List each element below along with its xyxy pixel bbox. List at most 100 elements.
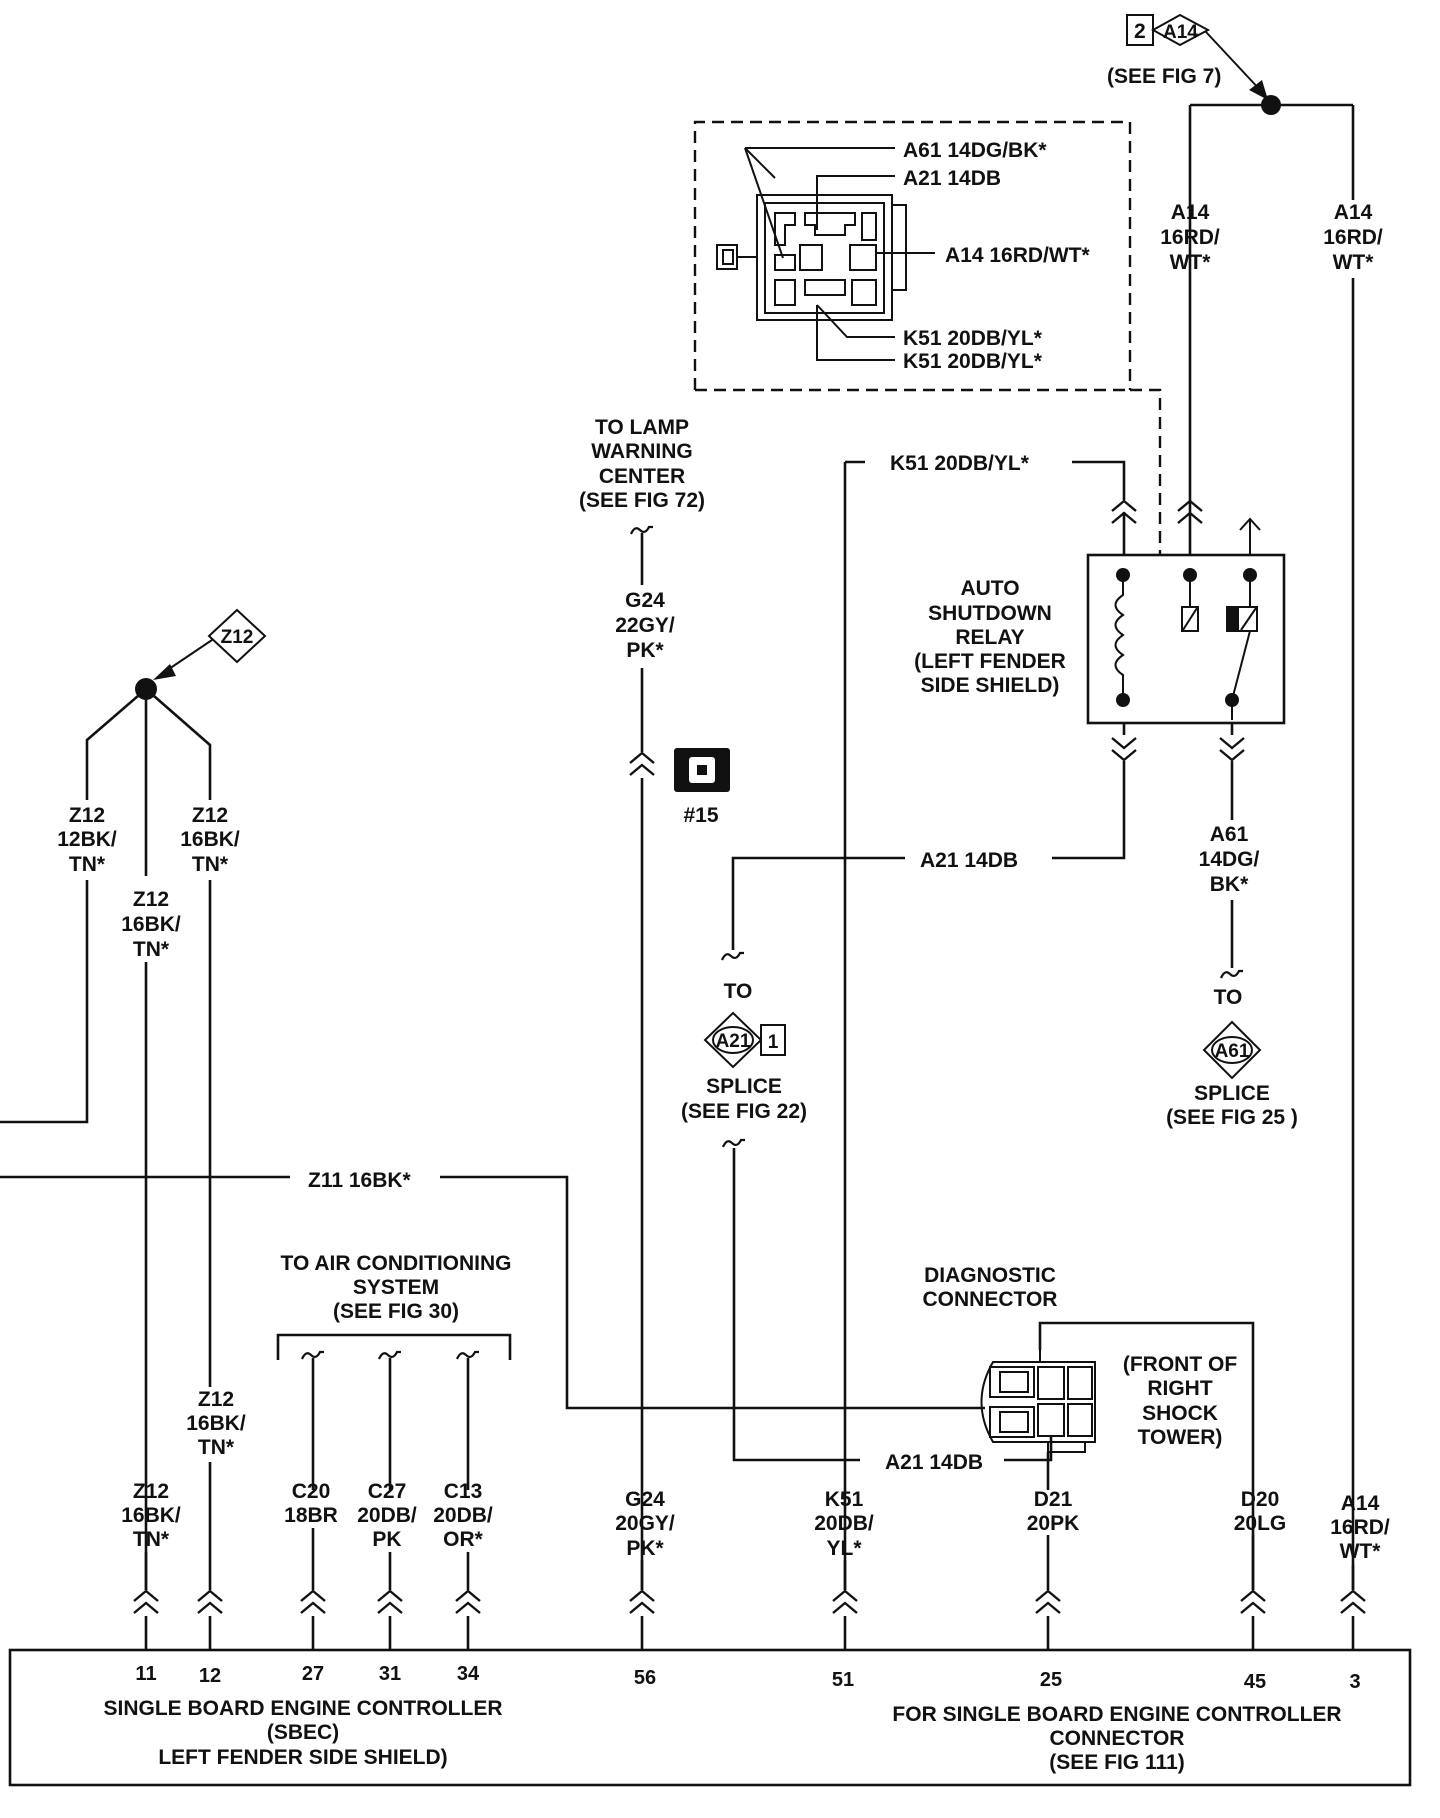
break-c27 bbox=[377, 1350, 403, 1361]
z12-d-l1: Z12 bbox=[198, 1388, 234, 1411]
pin-34: 34 bbox=[457, 1663, 480, 1685]
z11-label: Z11 16BK* bbox=[308, 1169, 412, 1192]
pin3-wire-l2: 16RD/ bbox=[1330, 1516, 1390, 1539]
pin11-wire-l2: 16BK/ bbox=[121, 1504, 181, 1527]
diag-loc-l1: (FRONT OF bbox=[1123, 1353, 1237, 1376]
for-sbec-l1: FOR SINGLE BOARD ENGINE CONTROLLER bbox=[892, 1703, 1341, 1726]
splice-a21-label: SPLICE bbox=[706, 1075, 782, 1098]
lamp-l1: TO LAMP bbox=[595, 416, 689, 439]
splice-a21-ref bbox=[703, 1011, 786, 1069]
connector-inset bbox=[693, 120, 1162, 555]
z12-a-l3: TN* bbox=[69, 853, 106, 876]
relay-l2: SHUTDOWN bbox=[928, 602, 1052, 625]
pin25-wire-l2: 20PK bbox=[1027, 1512, 1080, 1535]
g24-top-l3: PK* bbox=[626, 639, 664, 662]
sbec-l2: (SBEC) bbox=[267, 1721, 339, 1744]
pin-25: 25 bbox=[1040, 1669, 1062, 1691]
break-a21-upper bbox=[720, 951, 746, 962]
pin-45: 45 bbox=[1244, 1671, 1266, 1693]
ground-15-icon bbox=[674, 748, 730, 792]
connector-pin-51 bbox=[831, 1589, 859, 1615]
connector-pin-56 bbox=[628, 1589, 656, 1615]
lamp-l3: CENTER bbox=[599, 465, 685, 488]
inset-k51-a: K51 20DB/YL* bbox=[903, 327, 1043, 350]
splice-a61-code: A61 bbox=[1215, 1041, 1250, 1062]
pin3-wire-l1: A14 bbox=[1341, 1492, 1380, 1515]
lamp-l4: (SEE FIG 72) bbox=[579, 489, 705, 512]
z12-c-l3: TN* bbox=[192, 853, 229, 876]
diag-loc-l4: TOWER) bbox=[1138, 1426, 1223, 1449]
pin45-wire-l1: D20 bbox=[1241, 1488, 1280, 1511]
pin3-wire-l3: WT* bbox=[1340, 1540, 1382, 1563]
a61-l3: BK* bbox=[1210, 873, 1249, 896]
k51-top-label: K51 20DB/YL* bbox=[890, 452, 1030, 475]
pin11-wire-l1: Z12 bbox=[133, 1480, 169, 1503]
a14-left-l3: WT* bbox=[1170, 251, 1212, 274]
ground-15-label: #15 bbox=[683, 804, 718, 827]
a61-l1: A61 bbox=[1210, 823, 1249, 846]
diag-l1: DIAGNOSTIC bbox=[924, 1264, 1056, 1287]
z12-b-l3: TN* bbox=[133, 938, 170, 961]
connector-pin-27 bbox=[299, 1589, 327, 1615]
sbec-l3: LEFT FENDER SIDE SHIELD) bbox=[158, 1746, 447, 1769]
z12-c-l1: Z12 bbox=[192, 804, 228, 827]
break-a61 bbox=[1219, 969, 1245, 980]
pin-3: 3 bbox=[1349, 1671, 1360, 1693]
a21-mid-label: A21 14DB bbox=[920, 849, 1018, 872]
z12-a-l2: 12BK/ bbox=[57, 828, 117, 851]
sbec-box bbox=[8, 1648, 1412, 1787]
connector-pin-31 bbox=[376, 1589, 404, 1615]
connector-pin-11 bbox=[132, 1589, 160, 1615]
diag-loc-l3: SHOCK bbox=[1142, 1402, 1218, 1425]
connector-relay-a21 bbox=[1110, 736, 1138, 762]
ac-l2: SYSTEM bbox=[353, 1276, 439, 1299]
relay-l3: RELAY bbox=[955, 626, 1024, 649]
break-c13 bbox=[455, 1350, 481, 1361]
ref-a14-top: 2 A14 (SEE FIG 7) bbox=[1107, 13, 1268, 100]
a21-low-label: A21 14DB bbox=[885, 1451, 983, 1474]
pin27-wire-l2: 18BR bbox=[284, 1504, 338, 1527]
inset-a61: A61 14DG/BK* bbox=[903, 139, 1047, 162]
diag-loc-l2: RIGHT bbox=[1147, 1377, 1213, 1400]
pin-51: 51 bbox=[832, 1669, 854, 1691]
pin51-wire-l1: K51 bbox=[825, 1488, 864, 1511]
inset-k51-b: K51 20DB/YL* bbox=[903, 350, 1043, 373]
pin-56: 56 bbox=[634, 1667, 656, 1689]
relay-l4: (LEFT FENDER bbox=[914, 650, 1066, 673]
ac-l1: TO AIR CONDITIONING bbox=[281, 1252, 512, 1275]
pin11-wire-l3: TN* bbox=[133, 1528, 170, 1551]
z12-a-l1: Z12 bbox=[69, 804, 105, 827]
connector-pin-12 bbox=[196, 1589, 224, 1615]
lamp-l2: WARNING bbox=[591, 440, 693, 463]
z12-d-l2: 16BK/ bbox=[186, 1412, 246, 1435]
pin34-wire-l2: 20DB/ bbox=[433, 1504, 493, 1527]
pin31-wire-l3: PK bbox=[372, 1528, 401, 1551]
g24-top-l1: G24 bbox=[625, 589, 665, 612]
g24-top-l2: 22GY/ bbox=[615, 614, 675, 637]
splice-a21-code: A21 bbox=[716, 1031, 751, 1052]
pin56-wire-l2: 20GY/ bbox=[615, 1512, 675, 1535]
pin31-wire-l1: C27 bbox=[368, 1480, 407, 1503]
break-g24 bbox=[629, 525, 655, 536]
a14-right-l2: 16RD/ bbox=[1323, 226, 1383, 249]
pin27-wire-l1: C20 bbox=[292, 1480, 331, 1503]
connector-relay-a61 bbox=[1218, 736, 1246, 762]
for-sbec-l2: CONNECTOR bbox=[1050, 1727, 1185, 1750]
pin51-wire-l2: 20DB/ bbox=[814, 1512, 874, 1535]
connector-pin-45 bbox=[1239, 1589, 1267, 1615]
z12-c-l2: 16BK/ bbox=[180, 828, 240, 851]
z12-b-l1: Z12 bbox=[133, 888, 169, 911]
ref-a14-code: A14 bbox=[1163, 22, 1198, 43]
connector-pin-25 bbox=[1034, 1589, 1062, 1615]
splice-a61-ref bbox=[1202, 1020, 1262, 1080]
ac-bracket bbox=[276, 1333, 512, 1360]
ac-l3: (SEE FIG 30) bbox=[333, 1300, 459, 1323]
pin56-wire-l3: PK* bbox=[626, 1537, 664, 1560]
a61-l2: 14DG/ bbox=[1199, 848, 1260, 871]
pin-11: 11 bbox=[135, 1663, 156, 1685]
ref-z12 bbox=[153, 608, 267, 680]
break-a21-lower bbox=[721, 1138, 747, 1149]
splice-a61-label: SPLICE bbox=[1194, 1082, 1270, 1105]
diag-l2: CONNECTOR bbox=[923, 1288, 1058, 1311]
